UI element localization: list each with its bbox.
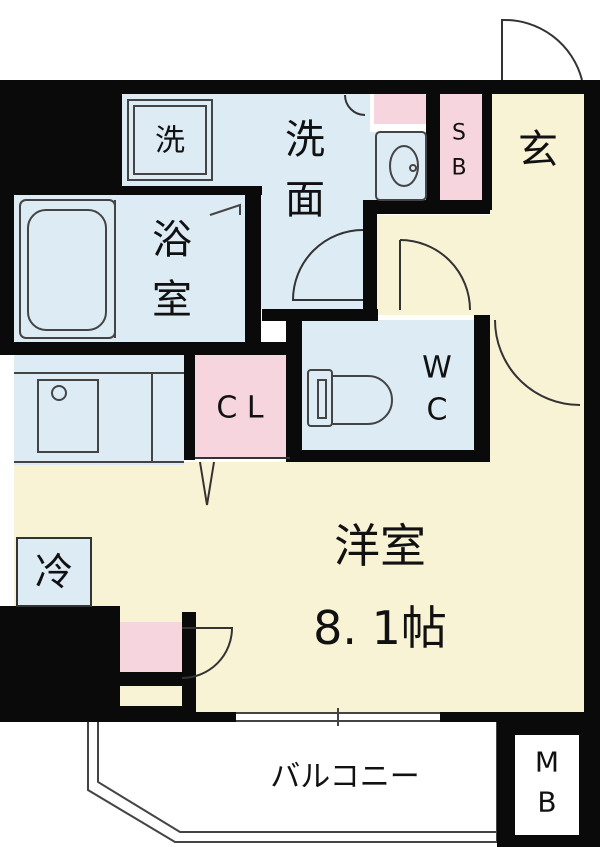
sb-floor: [440, 94, 482, 206]
western-room-size: 8. 1帖: [313, 601, 447, 655]
mb-label-top: M: [535, 746, 559, 779]
wc-label-bottom: C: [427, 393, 448, 428]
fridge: [16, 537, 92, 607]
sb-label-bottom: B: [451, 156, 466, 181]
wc-label-top: W: [422, 351, 452, 386]
washroom-sink-floor: [370, 132, 430, 202]
bath-label-top: 浴: [152, 217, 192, 263]
wc-floor: [302, 320, 480, 450]
hallway-floor: [375, 215, 584, 315]
washroom-floor: [250, 94, 370, 309]
entrance-label: 玄: [518, 127, 558, 173]
closet-door: [195, 457, 290, 506]
closet-floor: [195, 355, 287, 457]
entrance-floor: [490, 90, 585, 215]
washer-area-floor: [122, 94, 250, 186]
closet-label: C L: [216, 391, 263, 426]
sb-label-top: S: [452, 121, 466, 146]
washroom-label-bottom: 面: [285, 177, 325, 223]
mb-box: [515, 735, 579, 835]
kitchen-counter: [14, 372, 184, 463]
bathroom-floor: [14, 193, 246, 343]
toilet: [307, 369, 393, 427]
shelf-floor: [374, 94, 426, 124]
walls: [0, 80, 600, 847]
bath-label-bottom: 室: [152, 277, 192, 323]
washer-pan: [127, 99, 213, 181]
bathtub: [19, 199, 241, 339]
mb-label-bottom: B: [537, 786, 556, 819]
hallway-floor-right: [490, 315, 584, 465]
washer-label: 洗: [155, 124, 185, 159]
hallway-door: [399, 239, 471, 311]
washroom-label-top: 洗: [285, 117, 325, 163]
floor-fills: [14, 90, 585, 712]
balcony-label: バルコニー: [270, 760, 419, 795]
pillar-storage-door: [181, 627, 234, 679]
washbasin: [375, 131, 427, 201]
washroom-door: [291, 94, 366, 301]
wc-door: [494, 319, 581, 406]
balcony-window: [236, 708, 440, 726]
pillar-storage-floor: [120, 622, 182, 672]
western-room-label: 洋室: [334, 519, 426, 573]
fridge-label: 冷: [35, 550, 73, 594]
entrance-door: [501, 18, 583, 81]
